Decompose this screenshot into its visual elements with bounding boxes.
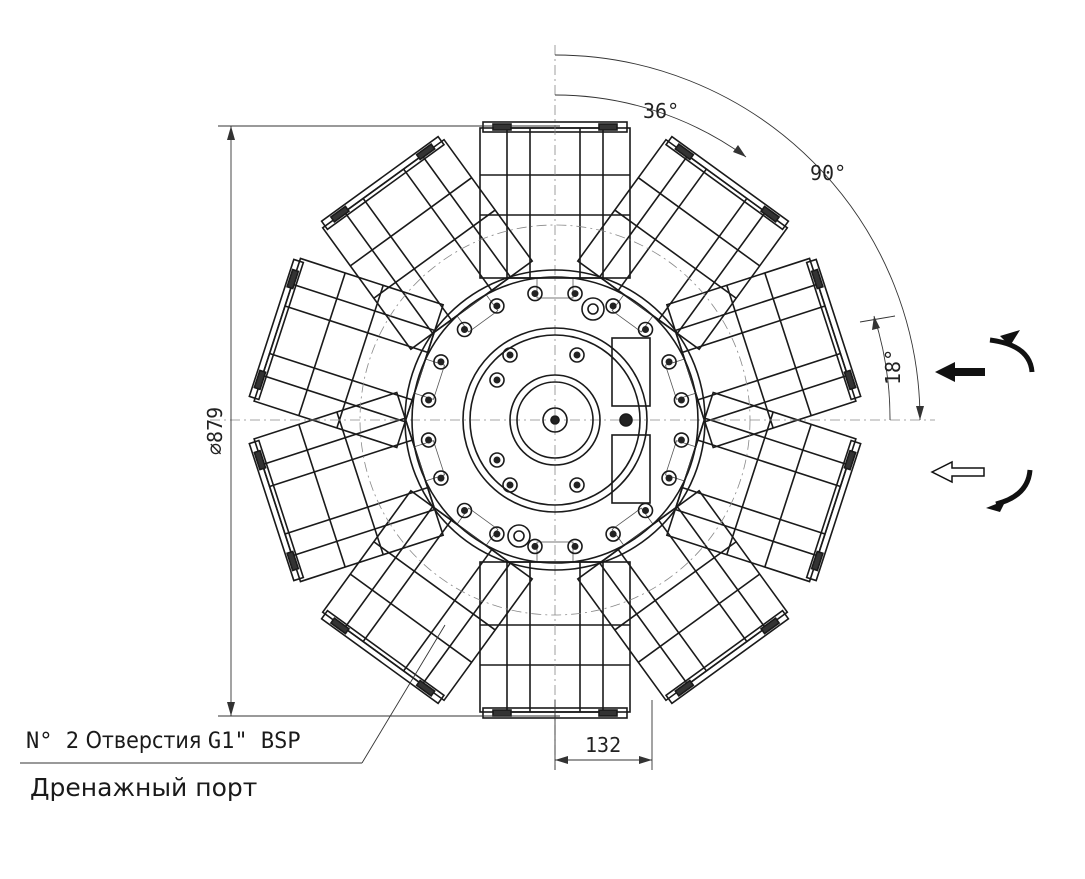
holes-thread: G1" BSP — [207, 729, 301, 754]
cylinder-unit — [320, 489, 534, 705]
bolt — [673, 432, 690, 448]
cylinder-unit — [479, 541, 631, 719]
inner-bolt — [502, 477, 518, 493]
holes-word: Отверстия — [85, 728, 202, 754]
bolt — [527, 285, 543, 302]
cylinder-unit — [664, 391, 862, 583]
bolt — [661, 354, 677, 370]
bolt — [420, 432, 437, 448]
reverse-rotation-arrow — [930, 460, 1033, 512]
angle-36: 36° — [643, 99, 679, 123]
cylinder-unit — [248, 257, 446, 449]
drain-port-label: Дренажный порт — [30, 773, 258, 802]
bolt — [567, 285, 583, 302]
cylinder-unit — [664, 257, 862, 449]
bolt-circle — [420, 285, 690, 555]
lifting-lug-top — [581, 297, 605, 321]
bolt — [489, 298, 505, 314]
bolt — [420, 392, 437, 408]
inner-bolt — [569, 477, 585, 493]
motor-housing — [404, 269, 706, 571]
holes-count: N° 2 — [26, 729, 79, 754]
port-block-lower — [611, 434, 651, 504]
bolt — [605, 526, 621, 542]
holes-label: N° 2 Отверстия G1" BSP — [26, 728, 301, 754]
cylinder-unit — [248, 391, 446, 583]
rotation-arrows — [930, 330, 1035, 512]
bolt — [673, 392, 690, 408]
angle-90: 90° — [810, 161, 846, 185]
cylinder-unit — [576, 489, 790, 705]
diameter-dimension: ∅879 — [203, 125, 560, 717]
inner-bolt — [569, 347, 585, 363]
bolt — [567, 538, 583, 555]
forward-rotation-arrow — [935, 330, 1035, 382]
cylinder-unit — [320, 135, 534, 351]
bolt — [489, 526, 505, 542]
inner-bolt — [489, 452, 505, 468]
width-dimension: 132 — [554, 700, 653, 770]
leader-lines — [20, 624, 446, 764]
bolt — [527, 538, 543, 555]
inner-bolt — [502, 347, 518, 363]
angle-dimensions: 36° 90° 18° — [554, 54, 924, 421]
port-block-upper — [611, 337, 651, 407]
bolt — [605, 298, 621, 314]
inner-bolt — [489, 372, 505, 388]
bolt — [456, 502, 473, 519]
diameter-value: ∅879 — [203, 407, 227, 455]
angle-18: 18° — [881, 349, 905, 385]
bolt — [637, 321, 654, 338]
bolt — [433, 354, 449, 370]
lifting-lug-bottom — [507, 524, 531, 548]
inner-bolts — [489, 347, 585, 493]
width-value: 132 — [585, 733, 621, 757]
centerlines — [210, 45, 935, 770]
cylinder-unit — [576, 135, 790, 351]
bolt — [433, 470, 449, 486]
bolt — [661, 470, 677, 486]
bolt — [456, 321, 473, 338]
